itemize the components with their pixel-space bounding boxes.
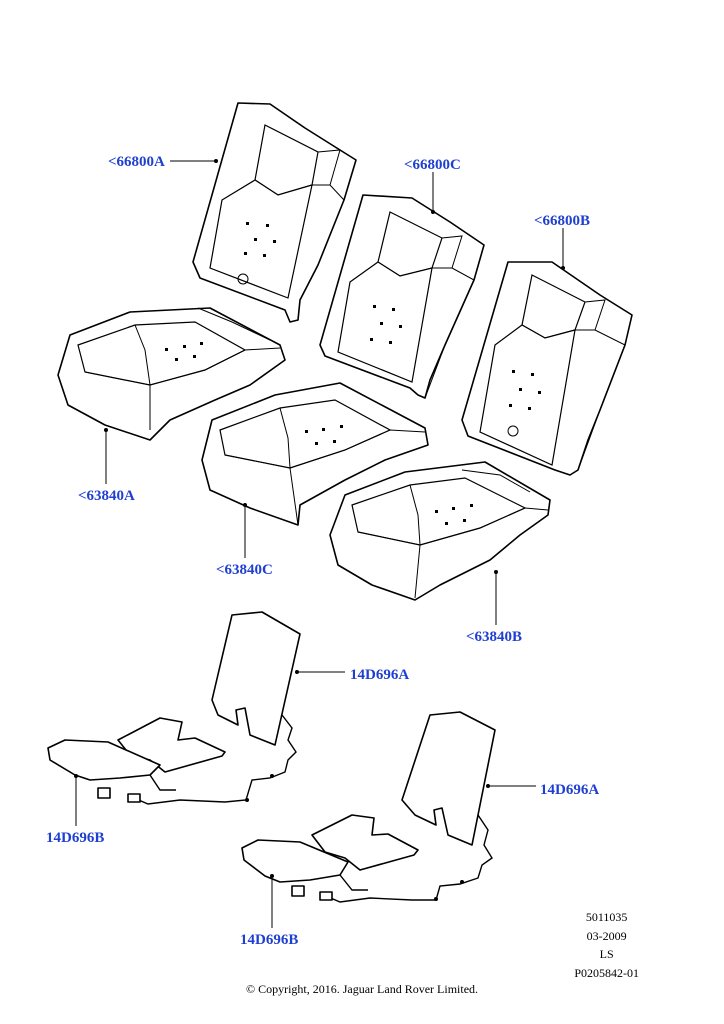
cushion-pan-left	[57, 307, 286, 441]
label-14D696A-upper[interactable]: 14D696A	[350, 667, 409, 683]
diagram-date: 03-2009	[586, 928, 627, 943]
cushion-pan-right	[329, 461, 551, 601]
copyright-notice: © Copyright, 2016. Jaguar Land Rover Lim…	[245, 982, 479, 996]
heater-wiring-lower	[291, 814, 493, 903]
diagram-ref: P0205842-01	[574, 965, 639, 980]
heater-element-back-lower	[401, 711, 496, 846]
label-66800A[interactable]: <66800A	[108, 154, 165, 170]
label-66800B[interactable]: <66800B	[534, 213, 590, 229]
backrest-frame-left	[192, 102, 357, 323]
label-63840A[interactable]: <63840A	[78, 488, 135, 504]
diagram-reference-info: 5011035 03-2009 LS P0205842-01	[574, 908, 639, 982]
label-14D696A-lower[interactable]: 14D696A	[540, 782, 599, 798]
leader-lines	[74, 159, 565, 928]
label-14D696B-lower[interactable]: 14D696B	[240, 932, 298, 948]
backrest-frame-right	[461, 261, 633, 476]
diagram-code: 5011035	[585, 910, 628, 924]
diagram-region: LS	[599, 947, 614, 961]
backrest-frame-center	[319, 194, 485, 399]
label-63840C[interactable]: <63840C	[216, 562, 273, 578]
heater-element-seat-lower	[241, 814, 419, 883]
cushion-pan-center	[201, 382, 429, 526]
heater-element-back-upper	[211, 611, 301, 746]
heater-element-seat-upper	[47, 717, 226, 781]
heater-wiring-upper	[97, 714, 297, 805]
label-66800C[interactable]: <66800C	[404, 157, 461, 173]
label-63840B[interactable]: <63840B	[466, 629, 522, 645]
label-14D696B-upper[interactable]: 14D696B	[46, 830, 104, 846]
